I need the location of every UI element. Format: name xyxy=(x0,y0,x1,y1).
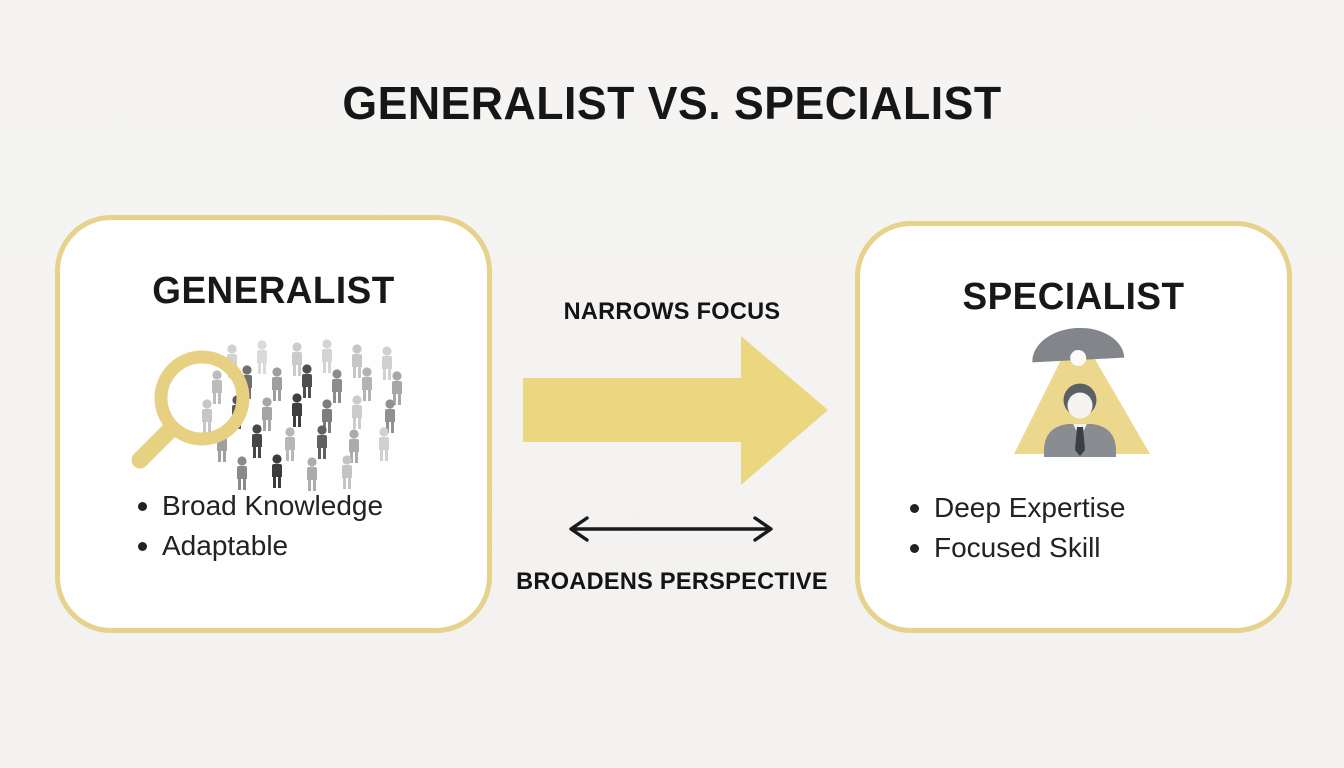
bullet-text: Focused Skill xyxy=(934,532,1101,563)
double-headed-arrow-icon xyxy=(569,516,773,542)
bullet-text: Adaptable xyxy=(162,530,289,561)
specialist-card: SPECIALIST xyxy=(855,221,1292,633)
person-icon xyxy=(1044,383,1116,457)
generalist-bullet-list: Broad Knowledge Adaptable xyxy=(138,486,383,566)
bullet-dot xyxy=(138,501,147,511)
list-item: Deep Expertise xyxy=(910,488,1125,528)
page-title: GENERALIST VS. SPECIALIST xyxy=(342,77,1002,129)
specialist-bullet-list: Deep Expertise Focused Skill xyxy=(910,488,1125,568)
bullet-text: Broad Knowledge xyxy=(162,490,384,521)
broadens-perspective-label: BROADENS PERSPECTIVE xyxy=(516,568,828,595)
narrows-focus-label: NARROWS FOCUS xyxy=(563,298,781,325)
list-item: Adaptable xyxy=(138,526,383,566)
list-item: Focused Skill xyxy=(910,528,1125,568)
bullet-dot xyxy=(138,541,147,551)
spotlight-on-person-icon xyxy=(980,326,1176,478)
generalist-card: GENERALIST xyxy=(55,215,492,633)
list-item: Broad Knowledge xyxy=(138,486,383,526)
specialist-heading: SPECIALIST xyxy=(962,276,1185,318)
magnifier-icon xyxy=(131,350,250,469)
generalist-heading: GENERALIST xyxy=(152,270,395,312)
bullet-text: Deep Expertise xyxy=(934,492,1126,523)
right-arrow-icon xyxy=(523,336,828,485)
spotlight-icon xyxy=(1014,327,1150,457)
crowd-icon xyxy=(131,339,402,491)
magnifier-over-crowd-icon xyxy=(122,326,422,498)
bullet-dot xyxy=(910,543,919,553)
lamp-icon xyxy=(1032,327,1125,366)
bullet-dot xyxy=(910,503,919,513)
